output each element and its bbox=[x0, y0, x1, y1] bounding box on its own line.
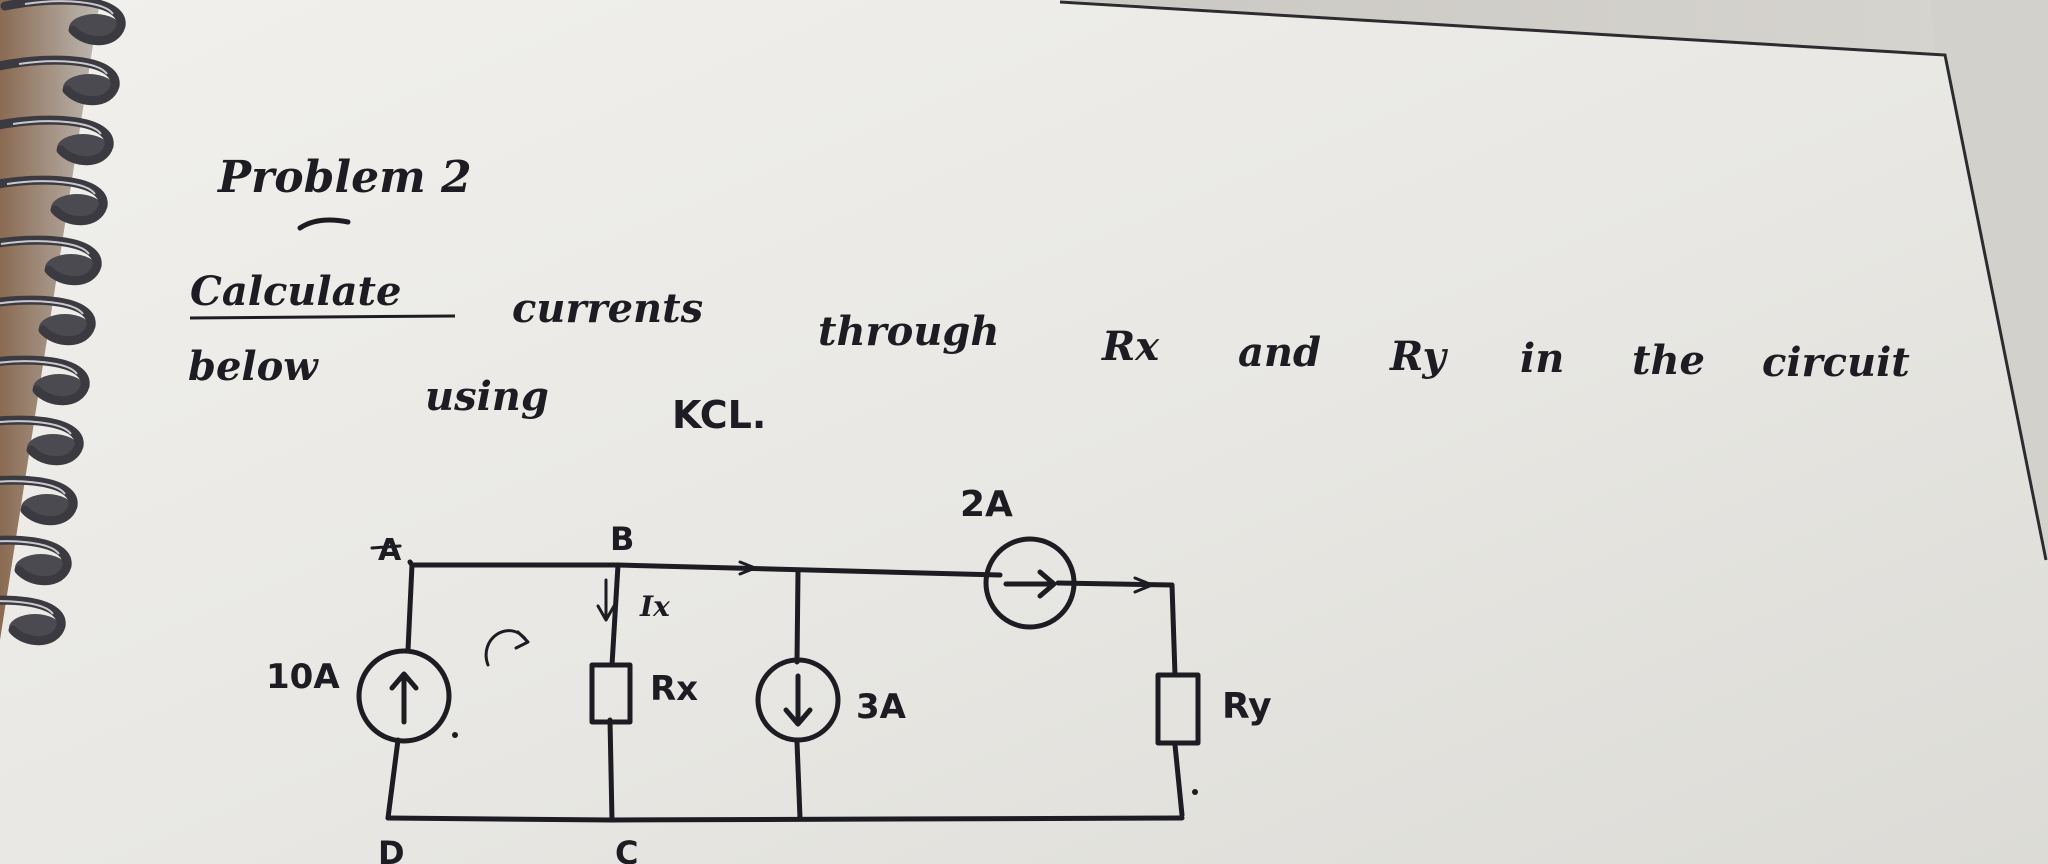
binding-ring-highlight bbox=[12, 120, 102, 135]
ry-label: Ry bbox=[1222, 686, 1272, 727]
word-below: below bbox=[188, 343, 319, 390]
circuit-labels: A B C D Ix 10A Rx 3A 2A Ry bbox=[266, 484, 1272, 864]
binding-ring-highlight bbox=[0, 300, 84, 315]
circuit-diagram bbox=[356, 536, 1201, 823]
node-d-label: D bbox=[378, 834, 405, 864]
binding-ring bbox=[0, 175, 108, 226]
binding-ring-highlight bbox=[24, 0, 114, 15]
word-ry: Ry bbox=[1389, 333, 1449, 380]
source-3a-label: 3A bbox=[856, 687, 907, 727]
binding-ring-highlight bbox=[0, 240, 90, 255]
current-source-2a bbox=[983, 536, 1077, 630]
node-b-label: B bbox=[610, 520, 634, 558]
ink-dot bbox=[452, 732, 458, 738]
problem-heading: Problem 2 bbox=[216, 152, 472, 203]
ry-wire-bottom bbox=[1172, 742, 1185, 818]
binding-ring bbox=[0, 355, 90, 406]
instruction-line-1: Calculate currents through Rx and Ry in … bbox=[190, 268, 1910, 386]
heading-underline bbox=[297, 217, 351, 231]
up-arrow-icon bbox=[389, 671, 419, 725]
word-currents: currents bbox=[512, 285, 703, 332]
spiral-binding bbox=[0, 0, 126, 646]
binding-ring bbox=[0, 115, 114, 166]
binding-ring bbox=[0, 55, 120, 106]
word-the: the bbox=[1632, 337, 1705, 384]
word-circuit: circuit bbox=[1762, 339, 1910, 386]
node-a-tick bbox=[370, 544, 402, 550]
resistor-rx bbox=[589, 662, 633, 725]
mid-wire-bottom bbox=[794, 739, 803, 821]
loop-arrowhead-icon bbox=[514, 630, 530, 650]
word-through: through bbox=[818, 308, 999, 355]
word-and: and bbox=[1238, 329, 1321, 376]
current-source-3a bbox=[755, 657, 841, 743]
current-source-10a bbox=[356, 648, 452, 744]
binding-ring bbox=[0, 235, 102, 286]
bottom-wire bbox=[385, 815, 1185, 823]
node-c-label: C bbox=[615, 834, 638, 864]
word-rx: Rx bbox=[1101, 323, 1160, 370]
ink-dot bbox=[1192, 789, 1198, 795]
binding-ring-highlight bbox=[18, 60, 108, 75]
rx-label: Rx bbox=[650, 669, 698, 709]
mid-wire-top bbox=[794, 569, 801, 665]
resistor-ry bbox=[1155, 672, 1201, 746]
calculate-underline bbox=[189, 314, 456, 320]
rx-wire-top bbox=[609, 562, 621, 668]
source-10a-label: 10A bbox=[266, 657, 340, 697]
binding-ring bbox=[0, 475, 78, 526]
left-wire-top bbox=[405, 562, 415, 653]
instruction-line-2: below using KCL. bbox=[188, 343, 766, 437]
wire-arrow-icon bbox=[738, 560, 757, 576]
binding-ring bbox=[0, 0, 126, 46]
binding-ring-highlight bbox=[0, 360, 78, 375]
down-arrow-icon bbox=[783, 673, 813, 727]
word-calculate: Calculate bbox=[190, 268, 401, 315]
binding-ring-highlight bbox=[6, 180, 96, 195]
ix-arrow-icon bbox=[596, 578, 616, 622]
binding-ring-highlight bbox=[0, 540, 60, 555]
binding-ring bbox=[0, 595, 66, 646]
binding-ring bbox=[0, 535, 72, 586]
wire-arrow-icon bbox=[1133, 576, 1154, 594]
binding-ring-highlight bbox=[0, 480, 66, 495]
source-2a-label: 2A bbox=[960, 484, 1013, 525]
ix-label: Ix bbox=[639, 590, 670, 623]
word-kcl: KCL. bbox=[672, 393, 766, 437]
left-wire-bottom bbox=[385, 737, 401, 821]
binding-ring bbox=[0, 415, 84, 466]
binding-ring-highlight bbox=[0, 420, 72, 435]
page-edge bbox=[1059, 0, 2048, 561]
word-in: in bbox=[1520, 335, 1564, 382]
rx-wire-bottom bbox=[607, 717, 615, 823]
node-a-label: A bbox=[378, 533, 402, 568]
binding-ring bbox=[0, 295, 96, 346]
right-arrow-icon bbox=[1003, 569, 1057, 599]
ry-wire-top bbox=[1169, 582, 1178, 678]
word-using: using bbox=[425, 373, 549, 420]
binding-ring-highlight bbox=[0, 600, 54, 615]
